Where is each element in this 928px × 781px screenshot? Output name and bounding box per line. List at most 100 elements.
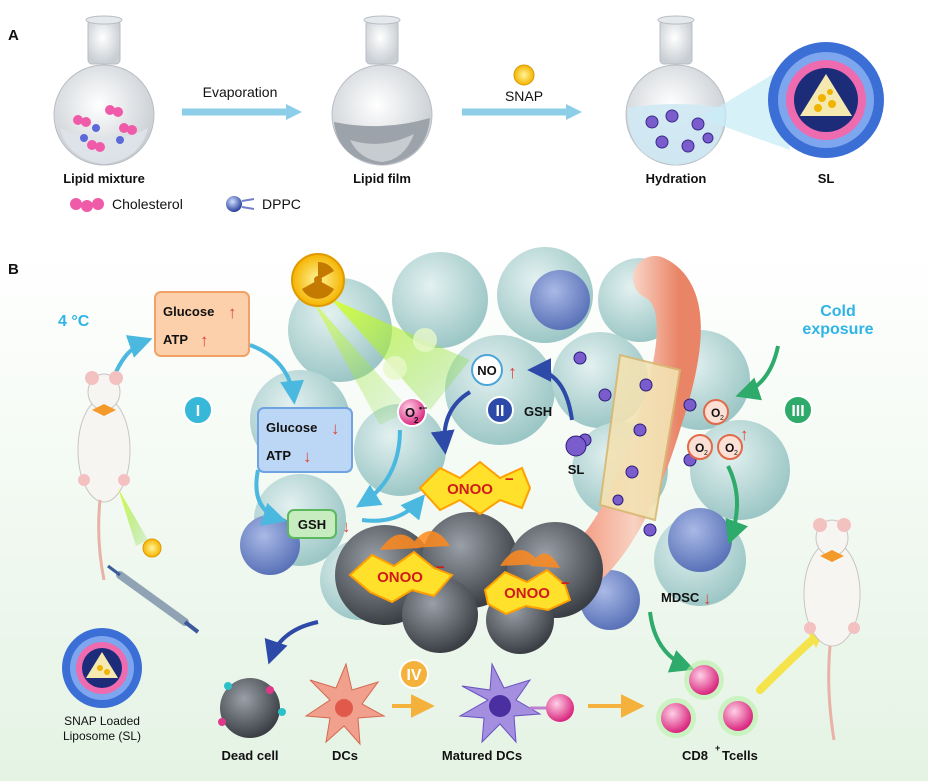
glucose-atp-high-box	[154, 291, 250, 357]
mdsc-to-tcells-arrow	[648, 611, 695, 673]
snap-arrowhead	[566, 104, 582, 120]
glucose-low-label: Glucose	[266, 420, 317, 435]
flask-hydration	[625, 15, 727, 166]
no-circle	[471, 354, 503, 386]
mouse-left-illustration	[77, 371, 131, 581]
flask-lipid-film	[331, 15, 433, 166]
radiation-beam	[330, 298, 470, 410]
legend-cholesterol	[70, 198, 104, 212]
step-iv-label: IV	[406, 667, 421, 684]
cold-exposure-line2: exposure	[802, 321, 873, 338]
onoo-flames	[380, 530, 560, 568]
superoxide-to-gsh-arrow	[355, 429, 402, 508]
dead-cell-icon	[218, 678, 286, 738]
evaporation-arrowhead	[286, 104, 302, 120]
panel-a-letter: A	[8, 27, 19, 44]
flask-lipid-mixture	[53, 15, 155, 166]
gsh-to-onoo-arrow	[361, 494, 426, 523]
glucose-high-arrow: ↑	[228, 303, 237, 322]
o2-label-2: O	[695, 441, 704, 455]
glucose-high-to-low-arrow	[249, 343, 305, 405]
step-iv-badge	[399, 659, 429, 689]
onoo-left-label: ONOO	[377, 569, 423, 586]
radiation-beam-2	[312, 300, 410, 425]
cd8-plus-sup: +	[715, 743, 720, 753]
o2-up-arrow: ↑	[740, 425, 749, 444]
step-hydration: Hydration	[646, 171, 707, 186]
o2-group	[687, 399, 743, 460]
vessel-wall-window	[598, 353, 682, 522]
gsh-label-mid: GSH	[524, 404, 552, 419]
atp-high-label: ATP	[163, 332, 188, 347]
onoo-main-label: ONOO	[447, 481, 493, 498]
mdsc-label: MDSC	[661, 590, 700, 605]
radiation-icon	[291, 253, 345, 307]
step-iii-label: III	[791, 403, 804, 420]
o2-sub-1: 2	[720, 415, 724, 422]
sl-in-cell-icon	[565, 435, 587, 457]
dcs-label: DCs	[332, 748, 358, 763]
sl-liposome-small	[62, 628, 142, 708]
no-to-onoo-arrow	[430, 390, 472, 455]
gsh-box	[287, 509, 337, 539]
onoo-burst-main	[418, 460, 532, 516]
no-label: NO	[477, 363, 497, 378]
onoo-burst-right	[483, 568, 572, 616]
matured-dcs-label: Matured DCs	[442, 748, 522, 763]
sl-cell-label: SL	[568, 462, 585, 477]
snap-molecule-icon	[513, 64, 535, 86]
glucose-high-label: Glucose	[163, 304, 214, 319]
dead-cell-label: Dead cell	[221, 748, 278, 763]
legend-cholesterol-label: Cholesterol	[112, 196, 183, 212]
matured-dc-icon	[458, 662, 542, 744]
step-sl: SL	[818, 171, 835, 186]
sl-liposome-large	[768, 42, 884, 158]
superoxide-sup: •−	[419, 403, 427, 413]
glucose-atp-low-box	[257, 407, 353, 473]
cold-to-o2-arrow	[735, 345, 780, 401]
o2-sub-2: 2	[704, 450, 708, 457]
zoom-cone	[700, 70, 790, 150]
onoo-burst-left	[348, 550, 454, 604]
step-lipid-mixture: Lipid mixture	[63, 171, 145, 186]
tcell-icon-1	[546, 694, 574, 722]
step-iii-badge	[783, 395, 813, 425]
superoxide-circle	[397, 397, 427, 427]
onoo-right-label: ONOO	[504, 585, 550, 602]
atp-low-label: ATP	[266, 448, 291, 463]
superoxide-label: O	[405, 405, 415, 420]
syringe-icon	[107, 564, 200, 634]
gsh-down-arrow: ↓	[342, 517, 351, 536]
dc-icon	[304, 662, 386, 746]
cd8-tcells-cluster	[656, 660, 758, 738]
o2-label-1: O	[711, 406, 720, 420]
no-up-arrow: ↑	[508, 362, 517, 382]
legend-dppc	[226, 196, 255, 212]
atp-low-arrow: ↓	[303, 447, 312, 466]
onoo-left-sup: −	[436, 559, 445, 576]
glucose-to-gsh-arrow	[254, 469, 287, 526]
snap-label: SNAP	[505, 88, 543, 104]
glucose-low-arrow: ↓	[331, 419, 340, 438]
step-ii-label: II	[496, 403, 505, 420]
tcells-to-mouse-arrow	[756, 636, 816, 694]
panel-b-letter: B	[8, 261, 19, 278]
superoxide-sub: 2	[414, 416, 419, 425]
onoo-right-sup: −	[561, 575, 570, 592]
evaporation-label: Evaporation	[203, 84, 278, 100]
o2-to-mdsc-arrow	[725, 465, 748, 545]
liposome-line2: Liposome (SL)	[63, 729, 141, 743]
step-ii-badge	[486, 396, 514, 424]
atp-high-arrow: ↑	[200, 331, 209, 350]
sl-to-no-arrow	[527, 358, 574, 421]
onoo-main-sup: −	[505, 471, 514, 488]
mouse-radiation-icon	[142, 538, 162, 558]
mouse-right-illustration	[803, 518, 861, 741]
vessel-liposomes	[573, 351, 697, 537]
temperature-label: 4 °C	[58, 313, 90, 330]
legend-dppc-label: DPPC	[262, 196, 301, 212]
o2-sub-3: 2	[734, 450, 738, 457]
step-i-badge	[183, 395, 213, 425]
